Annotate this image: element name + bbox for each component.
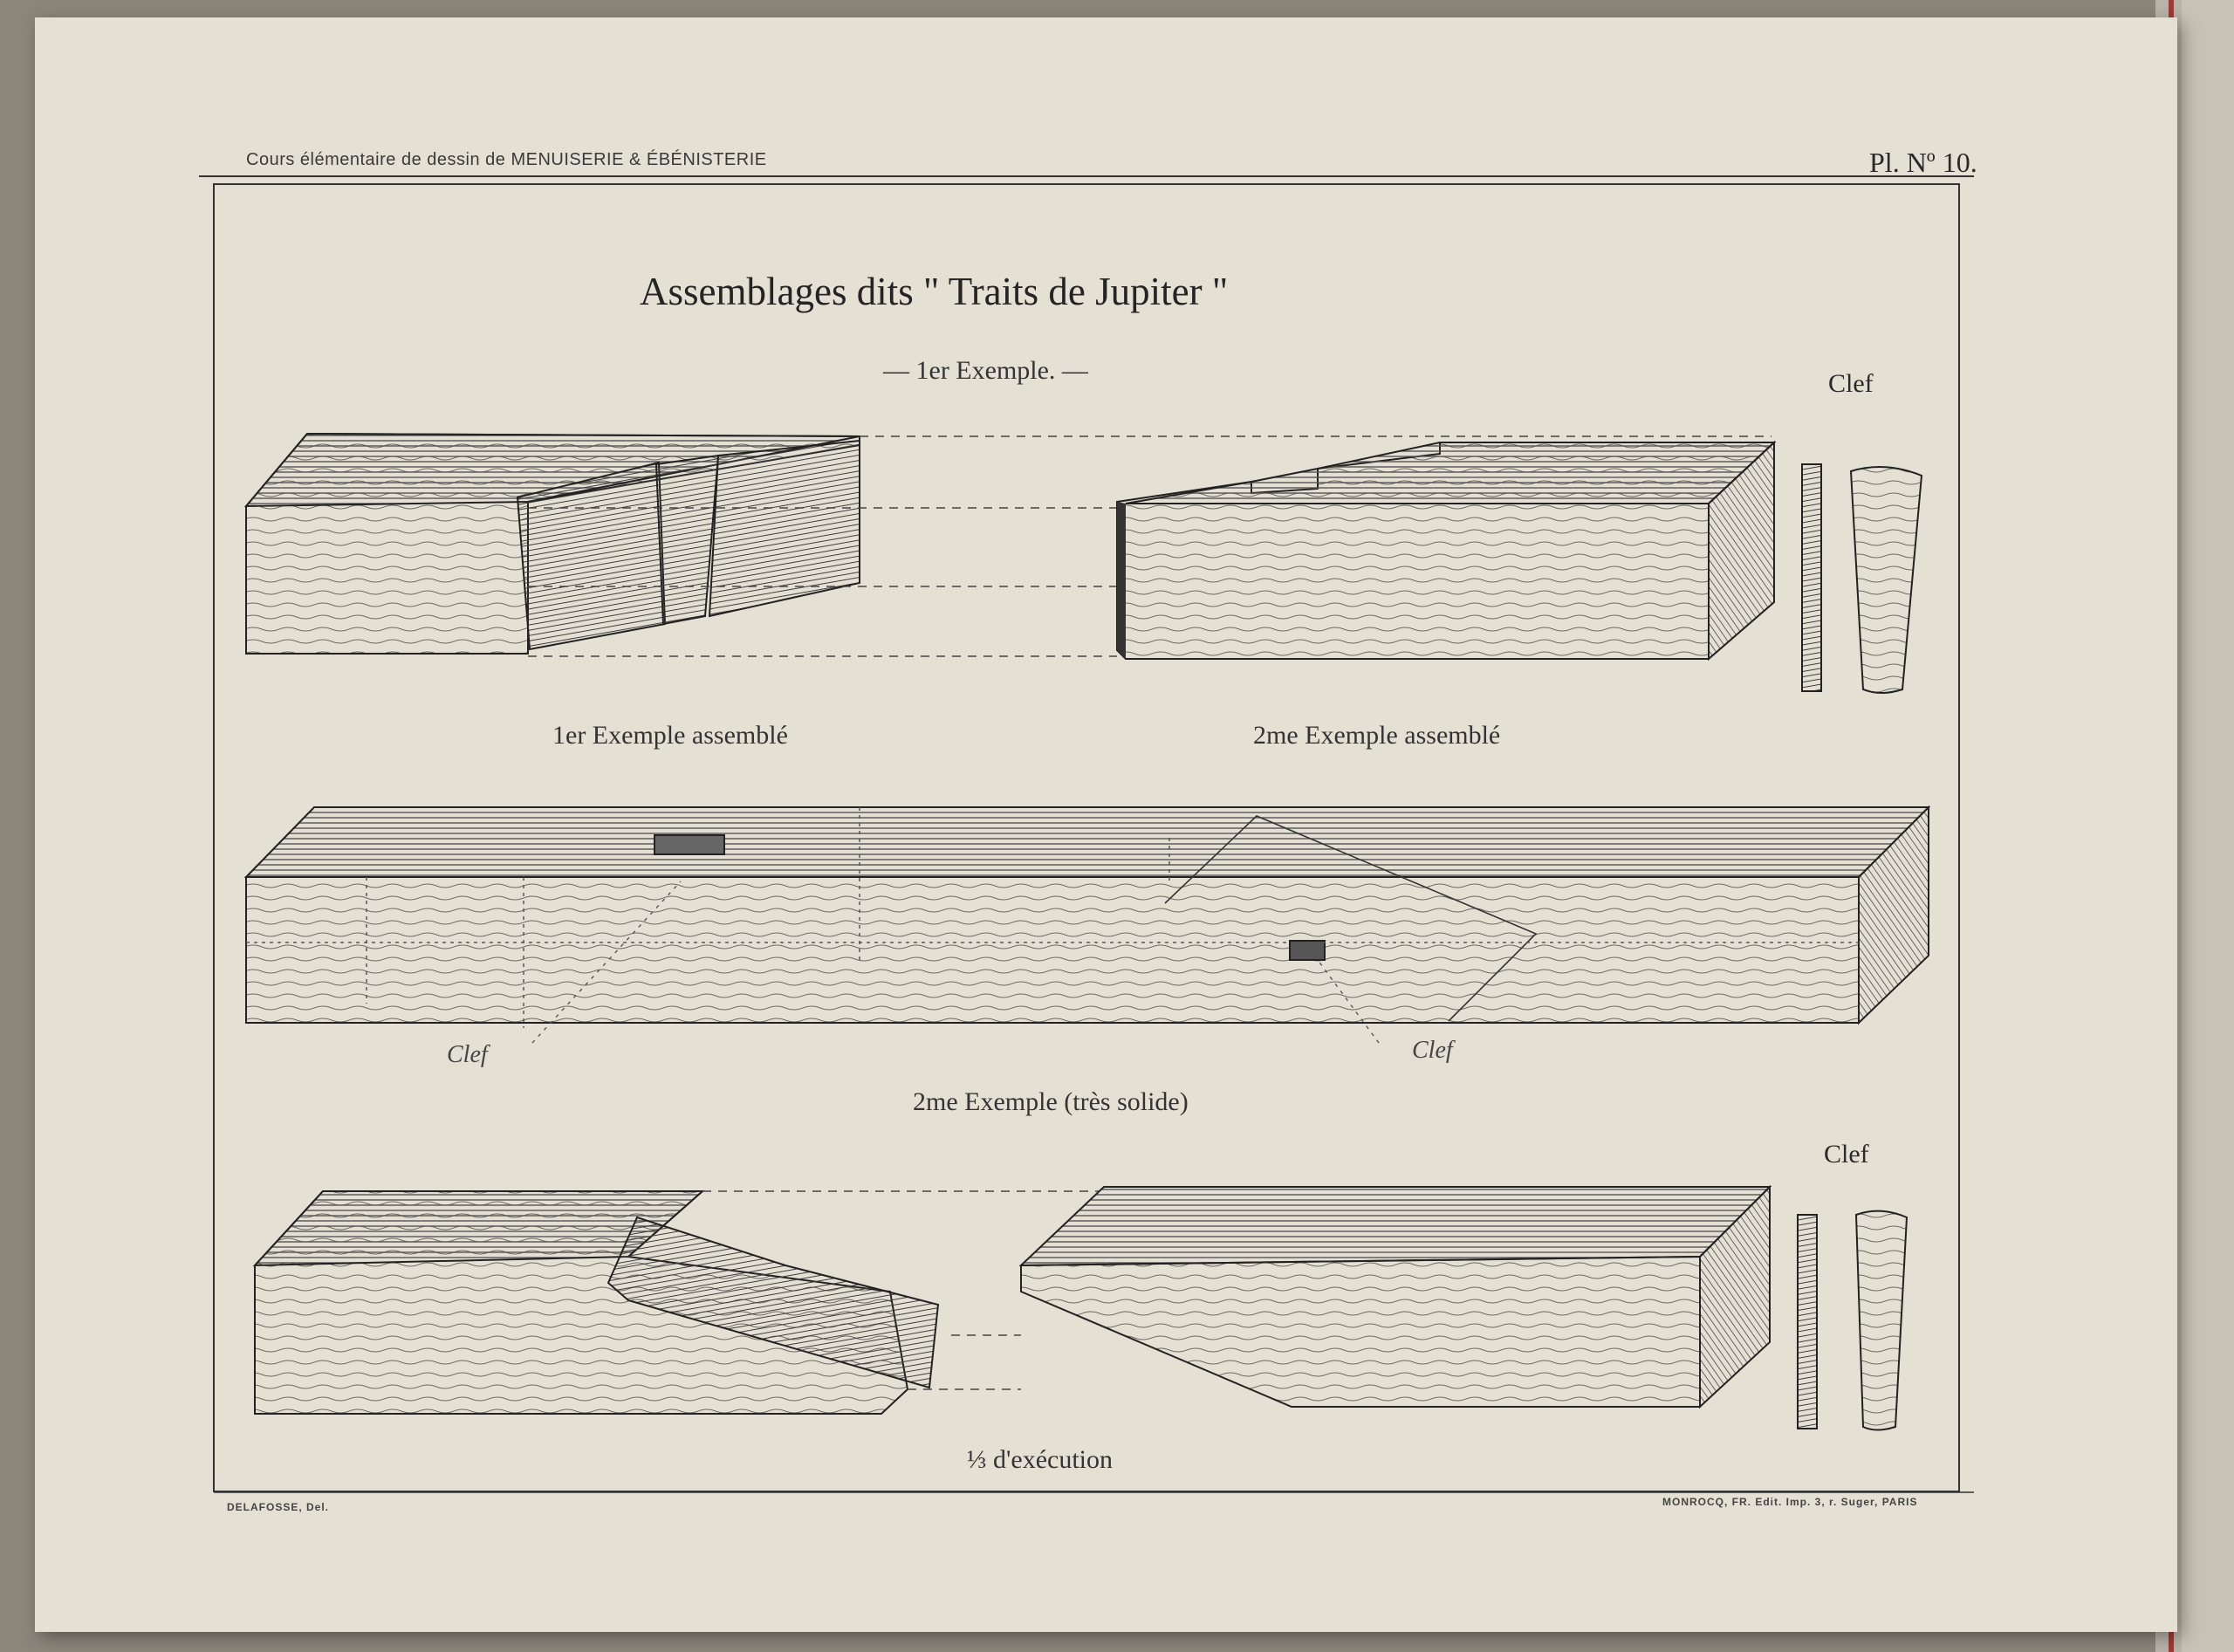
third-example-left-beam — [252, 1190, 940, 1415]
series-title: Cours élémentaire de dessin de MENUISERI… — [246, 150, 767, 169]
clef-label-right: Clef — [1412, 1037, 1453, 1064]
third-example-right-beam — [1018, 1184, 1772, 1409]
first-example-label: — 1er Exemple. — — [883, 356, 1088, 385]
clef-label-left: Clef — [447, 1041, 488, 1068]
plate-number: Pl. Nº 10. — [1869, 147, 1977, 178]
second-example-caption: 2me Exemple (très solide) — [913, 1087, 1189, 1116]
key-top — [1801, 463, 1923, 694]
second-example-beam — [243, 805, 1931, 1028]
second-example-assembled-caption: 2me Exemple assemblé — [1253, 721, 1501, 750]
page-title: Assemblages dits " Traits de Jupiter " — [640, 270, 1229, 313]
plate-frame — [213, 183, 1960, 1492]
publisher-credit: MONROCQ, FR. Edit. Imp. 3, r. Suger, PAR… — [1662, 1496, 1918, 1508]
first-example-right-beam — [1116, 440, 1777, 661]
scale-caption: ⅓ d'exécution — [967, 1445, 1114, 1474]
key-bottom — [1797, 1210, 1908, 1431]
draftsman-credit: DELAFOSSE, Del. — [227, 1501, 330, 1513]
clef-label-bottom: Clef — [1824, 1140, 1869, 1169]
first-example-assembled-caption: 1er Exemple assemblé — [552, 721, 788, 750]
clef-label-top: Clef — [1828, 369, 1874, 398]
first-example-left-beam — [243, 432, 860, 655]
